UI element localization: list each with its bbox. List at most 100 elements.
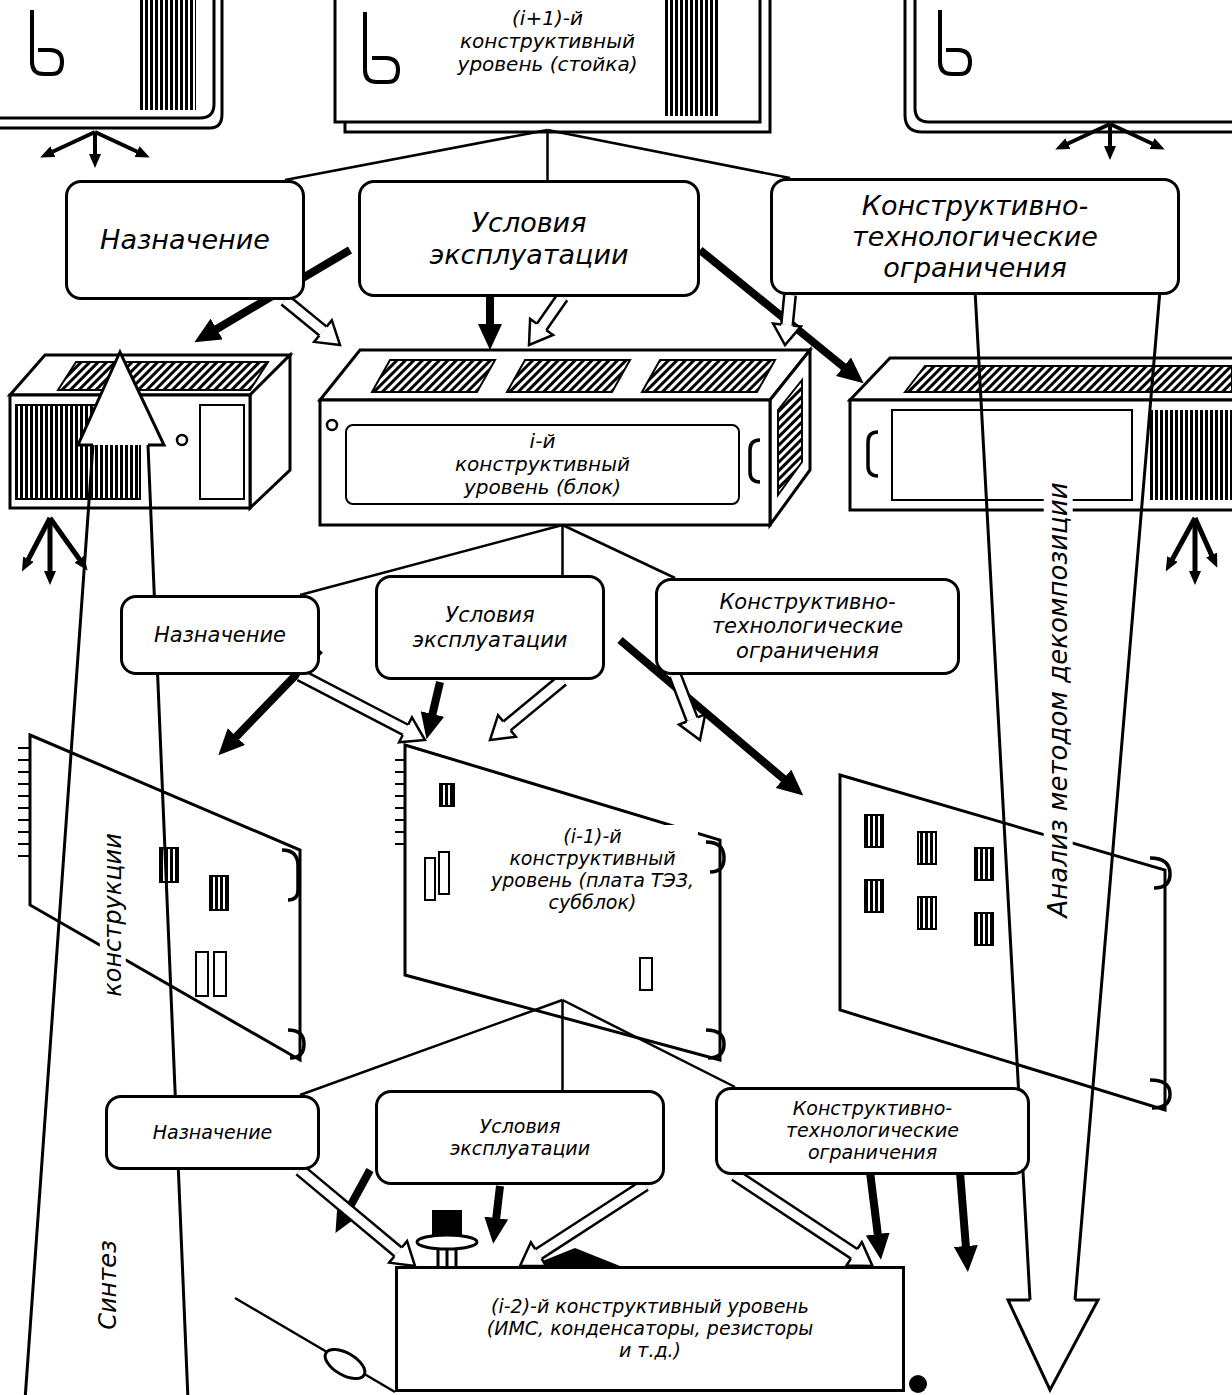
block-front <box>320 400 770 525</box>
node-text: Условия эксплуатации <box>388 603 592 651</box>
transistor-leads <box>438 1248 456 1266</box>
arrow-head <box>1008 1300 1098 1390</box>
block-handle <box>868 432 878 476</box>
small-arrow <box>52 132 95 152</box>
block-unit <box>320 350 810 525</box>
chip <box>440 784 454 806</box>
small-arrow <box>1195 518 1212 556</box>
small-arrow <box>1067 124 1110 144</box>
black-arrow <box>432 682 440 716</box>
board-handle <box>1150 858 1170 888</box>
hollow-arrowhead <box>399 717 425 742</box>
connector <box>547 130 548 180</box>
resistor-body <box>320 1343 369 1384</box>
rack-level-label: (i+1)-й конструктивный уровень (стойка) <box>335 0 760 130</box>
factor-box: Конструктивно-технологические ограничени… <box>770 178 1180 295</box>
block-handle <box>750 440 760 482</box>
rack-unit <box>905 0 1232 132</box>
connector <box>735 1175 873 1266</box>
connector-line <box>285 130 548 180</box>
connector-line <box>561 525 564 575</box>
small-arrow <box>1108 124 1112 147</box>
connector <box>285 130 548 180</box>
board-level-label: (i-1)-й конструктивный уровень (плата ТЭ… <box>405 740 720 1000</box>
chip <box>210 876 228 910</box>
vertical-label: конструкции <box>100 829 126 1001</box>
connector-line <box>563 1000 736 1087</box>
hollow-arrowhead <box>490 715 516 740</box>
vertical-label: Синтез <box>95 1236 121 1334</box>
rack-front <box>0 0 214 118</box>
chip <box>865 880 883 912</box>
node-text: Назначение <box>100 224 270 255</box>
chip <box>975 848 993 880</box>
block-window <box>642 360 775 392</box>
connector <box>520 1185 645 1266</box>
board-handle <box>706 842 724 872</box>
connector <box>562 1000 563 1090</box>
black-arrow <box>870 1172 878 1236</box>
node-text: Конструктивно-технологические ограничени… <box>783 190 1167 283</box>
black-arrow <box>486 297 494 326</box>
analysis-arrow <box>975 290 1160 1390</box>
rack-edge <box>345 0 770 132</box>
arrow-shaft-fill <box>675 675 692 719</box>
connector <box>563 1000 736 1087</box>
connector <box>490 680 563 740</box>
factor-box: Условия эксплуатации <box>375 575 605 680</box>
block-level-label: i-й конструктивный уровень (блок) <box>320 345 805 525</box>
small-arrow <box>48 518 53 572</box>
block-window <box>778 380 802 495</box>
rack-hatch <box>664 0 720 116</box>
node-text: Назначение <box>154 623 286 647</box>
capacitor <box>425 858 435 900</box>
small-arrow <box>95 132 138 152</box>
node-text: Назначение <box>153 1122 272 1144</box>
board-outline <box>30 735 300 1060</box>
connector-line <box>548 130 791 178</box>
rack-unit <box>0 0 222 128</box>
block-window <box>58 362 268 390</box>
rack-front <box>915 0 1232 122</box>
hollow-arrowhead <box>679 714 705 740</box>
connector <box>563 525 676 578</box>
arrow-shaft-outline <box>285 300 323 331</box>
block-unit <box>850 358 1232 510</box>
block-panel <box>892 410 1132 500</box>
board-pins <box>18 748 30 856</box>
board-handle <box>706 1030 724 1058</box>
chip <box>918 832 936 864</box>
rack-edge <box>0 0 222 128</box>
connector-line <box>300 1000 563 1095</box>
block-screw <box>327 420 337 430</box>
chip <box>918 897 936 929</box>
capacitor <box>439 852 449 894</box>
arrow-head <box>78 352 164 445</box>
side-arrows <box>52 124 1153 155</box>
factor-box: Конструктивно-технологические ограничени… <box>655 578 960 675</box>
rack-handle <box>365 12 398 82</box>
capacitor <box>214 952 226 996</box>
hollow-arrowhead <box>846 1242 872 1266</box>
chip <box>160 848 178 882</box>
rack-unit <box>335 0 770 132</box>
board-pins <box>395 760 405 844</box>
capacitor <box>196 952 208 996</box>
hollow-arrowhead <box>314 320 340 345</box>
chip <box>865 815 883 847</box>
connector <box>285 300 340 345</box>
connector-line <box>563 525 676 578</box>
small-arrow <box>28 518 50 560</box>
rack-handle <box>940 10 970 74</box>
connector <box>562 525 563 575</box>
connector <box>548 130 791 178</box>
factor-box: Назначение <box>65 180 305 300</box>
component-level-box: (i-2)-й конструктивный уровень (ИМС, кон… <box>395 1266 905 1392</box>
factor-box: Условия эксплуатации <box>375 1090 665 1185</box>
node-text: Конструктивно-технологические ограничени… <box>668 590 947 662</box>
hollow-arrowhead <box>520 1242 546 1266</box>
block-top <box>320 350 810 400</box>
node-text: (i+1)-й конструктивный уровень (стойка) <box>443 6 653 77</box>
small-arrow <box>1172 518 1195 560</box>
